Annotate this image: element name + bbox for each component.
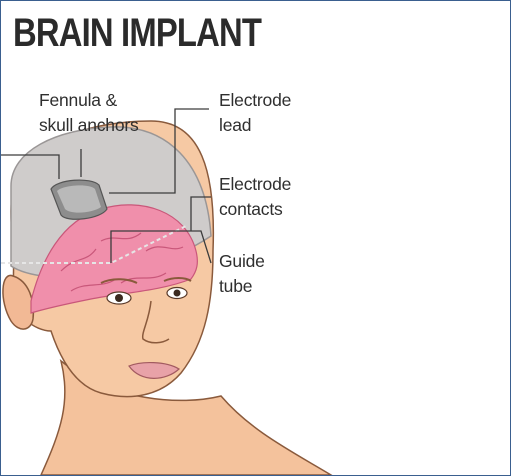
label-electrode-lead: Electrode lead (219, 88, 291, 138)
label-electrode-contacts: Electrode contacts (219, 172, 291, 222)
diagram-title: BRAIN IMPLANT (13, 9, 261, 57)
label-fennula-skull-anchors: Fennula & skull anchors (39, 88, 139, 138)
label-guide-tube: Guide tube (219, 249, 265, 299)
